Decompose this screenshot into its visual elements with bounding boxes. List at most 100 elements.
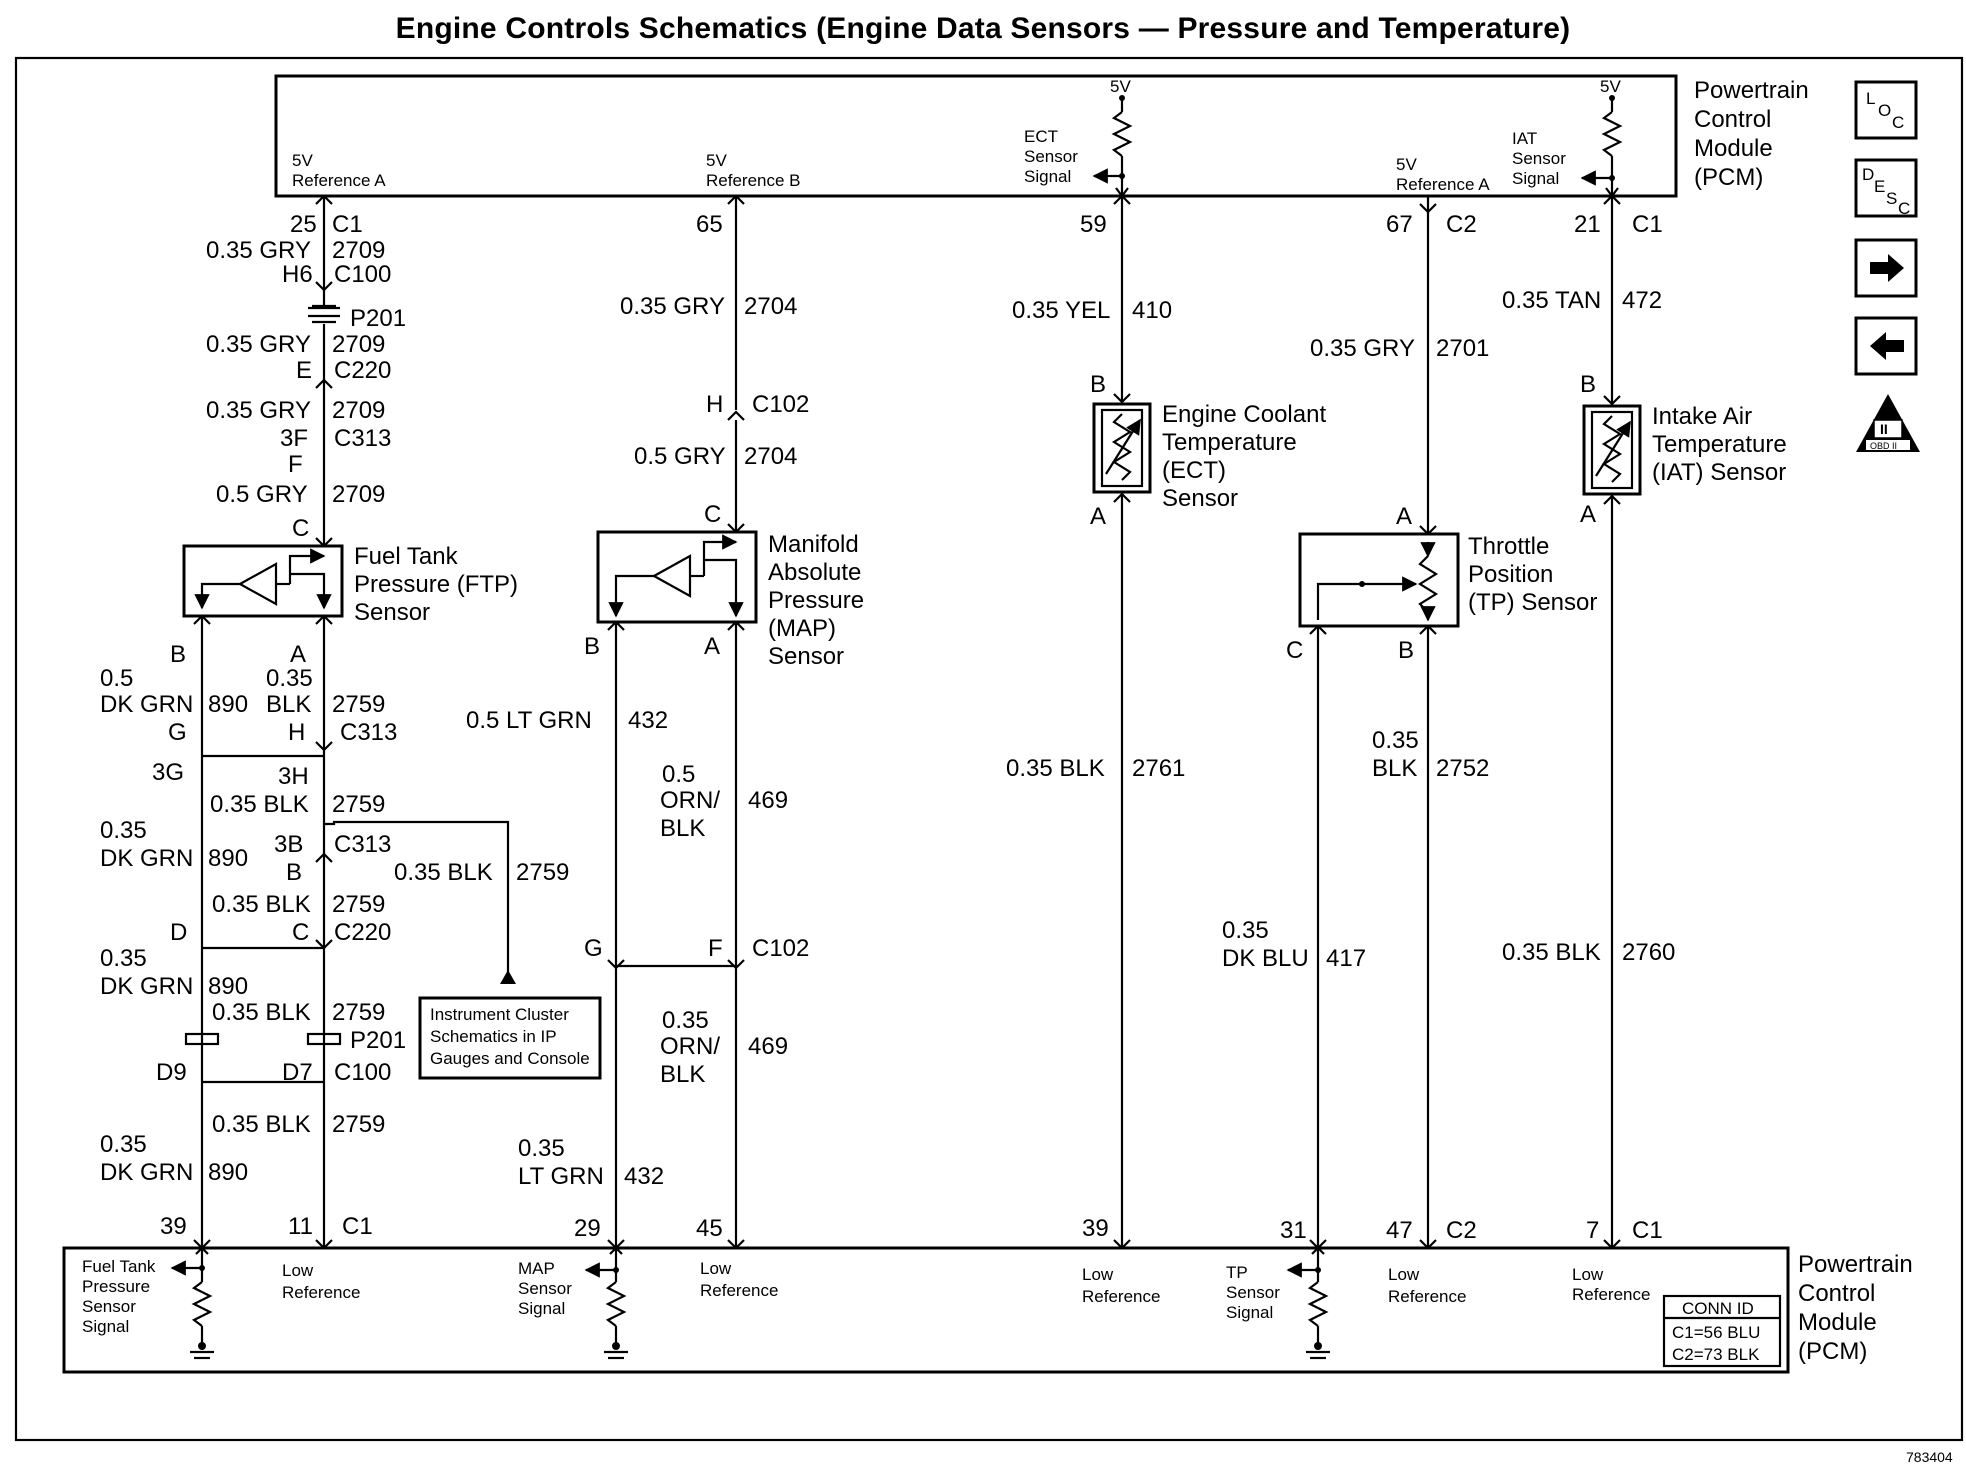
svg-text:C: C <box>1892 113 1904 132</box>
svg-text:890: 890 <box>208 691 248 718</box>
svg-text:0.35 GRY: 0.35 GRY <box>206 397 311 424</box>
svg-text:Temperature: Temperature <box>1162 429 1297 456</box>
svg-text:5V: 5V <box>292 151 313 170</box>
svg-text:0.35 BLK: 0.35 BLK <box>212 1111 311 1138</box>
svg-text:C313: C313 <box>334 425 391 452</box>
svg-text:II: II <box>1880 421 1888 437</box>
svg-text:0.35: 0.35 <box>662 1007 709 1034</box>
loc-icon[interactable]: L O C <box>1854 80 1918 140</box>
svg-text:5V: 5V <box>1396 155 1417 174</box>
svg-text:Sensor: Sensor <box>1024 147 1078 166</box>
svg-text:DK GRN: DK GRN <box>100 691 193 718</box>
svg-text:C1: C1 <box>332 211 363 238</box>
svg-text:P201: P201 <box>350 305 406 332</box>
obd-ii-icon[interactable]: II OBD II <box>1856 394 1920 452</box>
svg-text:Sensor: Sensor <box>768 643 844 670</box>
svg-text:F: F <box>288 451 303 478</box>
iat-sensor <box>1582 404 1642 496</box>
svg-text:2759: 2759 <box>332 1111 385 1138</box>
svg-text:(IAT) Sensor: (IAT) Sensor <box>1652 459 1786 486</box>
svg-text:Reference: Reference <box>1082 1287 1160 1306</box>
svg-text:0.35: 0.35 <box>100 817 147 844</box>
svg-text:0.35 BLK: 0.35 BLK <box>212 999 311 1026</box>
svg-text:S: S <box>1886 189 1897 208</box>
svg-text:C1: C1 <box>1632 1217 1663 1244</box>
svg-text:5V: 5V <box>706 151 727 170</box>
svg-text:C100: C100 <box>334 1059 391 1086</box>
svg-text:Signal: Signal <box>1512 169 1559 188</box>
svg-text:Sensor: Sensor <box>1226 1283 1280 1302</box>
svg-text:C: C <box>1898 199 1910 218</box>
ect-sensor-label: Engine Coolant Temperature (ECT) Sensor <box>1162 401 1326 512</box>
back-arrow-icon[interactable] <box>1854 316 1918 376</box>
svg-text:TP: TP <box>1226 1263 1248 1282</box>
svg-text:E: E <box>296 357 312 384</box>
note-box: Instrument Cluster Schematics in IP Gaug… <box>418 996 602 1080</box>
svg-text:E: E <box>1874 177 1885 196</box>
svg-text:C102: C102 <box>752 391 809 418</box>
svg-text:Reference A: Reference A <box>1396 175 1490 194</box>
svg-text:(ECT): (ECT) <box>1162 457 1226 484</box>
svg-text:C2: C2 <box>1446 211 1477 238</box>
svg-text:DK GRN: DK GRN <box>100 845 193 872</box>
ftp-circuit-labels: 25 C1 0.35 GRY 2709 H6 C100 P201 0.35 GR… <box>100 211 569 1240</box>
svg-text:Low: Low <box>282 1261 314 1280</box>
tp-sensor <box>1298 532 1460 628</box>
svg-text:2709: 2709 <box>332 397 385 424</box>
svg-text:C: C <box>292 515 309 542</box>
svg-text:0.35 GRY: 0.35 GRY <box>206 237 311 264</box>
svg-text:Position: Position <box>1468 561 1553 588</box>
svg-text:Reference B: Reference B <box>706 171 801 190</box>
svg-text:C313: C313 <box>334 831 391 858</box>
svg-text:Temperature: Temperature <box>1652 431 1787 458</box>
svg-text:Throttle: Throttle <box>1468 533 1549 560</box>
tp-circuit-wires <box>1309 196 1437 1250</box>
svg-text:A: A <box>1580 501 1596 528</box>
svg-text:29: 29 <box>574 1215 601 1242</box>
svg-text:Sensor: Sensor <box>518 1279 572 1298</box>
svg-text:Pressure: Pressure <box>768 587 864 614</box>
svg-text:472: 472 <box>1622 287 1662 314</box>
desc-icon[interactable]: D E S C <box>1854 158 1918 218</box>
svg-text:0.35: 0.35 <box>266 665 313 692</box>
svg-text:3G: 3G <box>152 759 184 786</box>
tp-signal-resistor <box>1286 1246 1330 1360</box>
svg-text:Reference: Reference <box>700 1281 778 1300</box>
svg-text:432: 432 <box>628 707 668 734</box>
svg-text:Sensor: Sensor <box>1512 149 1566 168</box>
svg-text:MAP: MAP <box>518 1259 555 1278</box>
svg-text:31: 31 <box>1280 1217 1307 1244</box>
svg-text:65: 65 <box>696 211 723 238</box>
svg-text:Low: Low <box>1082 1265 1114 1284</box>
svg-text:L: L <box>1866 89 1875 108</box>
pcm-top-box <box>274 74 1678 198</box>
svg-text:Fuel Tank: Fuel Tank <box>354 543 459 570</box>
svg-text:Signal: Signal <box>82 1317 129 1336</box>
forward-arrow-icon[interactable] <box>1854 238 1918 298</box>
svg-text:BLK: BLK <box>1372 755 1417 782</box>
svg-text:(MAP): (MAP) <box>768 615 836 642</box>
svg-text:D: D <box>1862 165 1874 184</box>
svg-text:H6: H6 <box>282 261 313 288</box>
tp-sensor-label: Throttle Position (TP) Sensor <box>1468 533 1597 616</box>
svg-text:2709: 2709 <box>332 331 385 358</box>
svg-text:B: B <box>1090 371 1106 398</box>
svg-text:BLK: BLK <box>660 1061 705 1088</box>
svg-text:LT GRN: LT GRN <box>518 1163 604 1190</box>
svg-text:0.5: 0.5 <box>662 761 695 788</box>
svg-text:0.5 GRY: 0.5 GRY <box>634 443 726 470</box>
svg-text:Module: Module <box>1694 135 1773 162</box>
ect-sensor <box>1092 402 1152 494</box>
svg-text:0.35: 0.35 <box>100 945 147 972</box>
svg-text:Sensor: Sensor <box>1162 485 1238 512</box>
svg-text:Pressure: Pressure <box>82 1277 150 1296</box>
svg-text:C220: C220 <box>334 919 391 946</box>
svg-text:C313: C313 <box>340 719 397 746</box>
svg-text:C: C <box>1286 637 1303 664</box>
svg-text:Sensor: Sensor <box>82 1297 136 1316</box>
svg-text:0.35 GRY: 0.35 GRY <box>206 331 311 358</box>
svg-text:2759: 2759 <box>332 891 385 918</box>
ftp-sensor-label: Fuel Tank Pressure (FTP) Sensor <box>354 543 518 626</box>
svg-text:Signal: Signal <box>1024 167 1071 186</box>
svg-text:ECT: ECT <box>1024 127 1058 146</box>
